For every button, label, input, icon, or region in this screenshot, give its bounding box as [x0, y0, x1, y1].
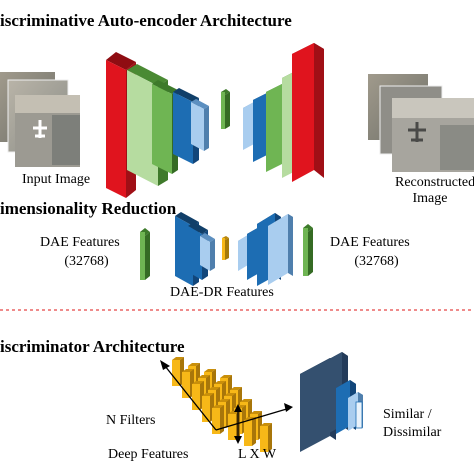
width-axis-arrow: [215, 407, 291, 431]
deep-filter-grid: [172, 357, 272, 452]
dr-bottleneck: [222, 236, 229, 260]
disc-output-block: [355, 401, 363, 429]
dr-encoder-block-3: [200, 233, 215, 271]
encoder-block-light-blue: [191, 99, 209, 151]
bottleneck-block: [221, 89, 230, 129]
dr-right-label-line1: DAE Features: [330, 235, 410, 250]
dr-left-label-line1: DAE Features: [40, 235, 120, 250]
input-image-stack: [0, 72, 80, 167]
reconstructed-label-line2: Image: [412, 191, 448, 206]
disc-output-line2: Dissimilar: [383, 425, 442, 440]
dr-left-label-line2: (32768): [64, 254, 109, 269]
dae-section-title: iscriminative Auto-encoder Architecture: [0, 11, 292, 30]
dr-right-label-line2: (32768): [354, 254, 399, 269]
dr-decoder-block-4: [268, 214, 293, 285]
dims-label: L X W: [238, 447, 277, 462]
reconstructed-label-line1: Reconstructed: [395, 175, 474, 190]
filters-arrow-head: [160, 360, 170, 370]
filter-axes: [160, 360, 293, 444]
filters-axis-arrow: [164, 365, 217, 431]
decoder-block-red: [292, 43, 324, 182]
reconstructed-image-stack: [368, 74, 474, 172]
dr-right-feature-vector: [303, 224, 313, 276]
disc-output-line1: Similar /: [383, 407, 432, 422]
dr-left-feature-vector: [140, 228, 150, 280]
deep-features-label: Deep Features: [108, 447, 189, 462]
input-image-label: Input Image: [22, 172, 91, 187]
filters-label: N Filters: [106, 413, 156, 428]
filter-tile: [260, 423, 272, 452]
output-image-front: [392, 98, 474, 172]
length-arrow-down: [234, 436, 242, 444]
length-arrow-up: [234, 404, 242, 412]
input-image-front: [15, 95, 80, 167]
disc-section-title: iscriminator Architecture: [0, 337, 185, 356]
dr-bottom-label: DAE-DR Features: [170, 285, 274, 300]
width-arrow-head: [284, 403, 293, 412]
filter-tile: [212, 405, 224, 434]
dr-section-title: imensionality Reduction: [0, 199, 177, 218]
